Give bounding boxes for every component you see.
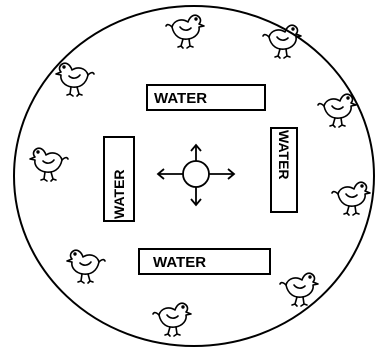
arrow-right-icon bbox=[209, 169, 234, 179]
chick-icon bbox=[263, 25, 301, 58]
center-feeder bbox=[158, 145, 234, 205]
chick-icon bbox=[332, 182, 370, 215]
chicks bbox=[30, 15, 370, 336]
water-trough-bottom: WATER bbox=[139, 249, 270, 274]
chick-icon bbox=[318, 94, 356, 127]
chick-icon bbox=[30, 148, 68, 181]
water-label-right: WATER bbox=[276, 130, 292, 180]
water-label-top: WATER bbox=[154, 90, 207, 107]
water-label-bottom: WATER bbox=[153, 254, 206, 271]
arrow-left-icon bbox=[158, 169, 183, 179]
water-trough-top: WATER bbox=[147, 85, 265, 110]
water-trough-left: WATER bbox=[104, 137, 134, 221]
chick-icon bbox=[67, 250, 105, 283]
circular-pen bbox=[14, 6, 374, 346]
chick-icon bbox=[166, 15, 204, 48]
feeder-circle bbox=[183, 161, 209, 187]
arrow-down-icon bbox=[191, 187, 201, 205]
chick-icon bbox=[153, 303, 191, 336]
water-trough-right: WATER bbox=[271, 128, 297, 212]
arrow-up-icon bbox=[191, 145, 201, 161]
water-label-left: WATER bbox=[111, 169, 127, 219]
chick-icon bbox=[56, 63, 94, 96]
chick-icon bbox=[280, 273, 318, 306]
